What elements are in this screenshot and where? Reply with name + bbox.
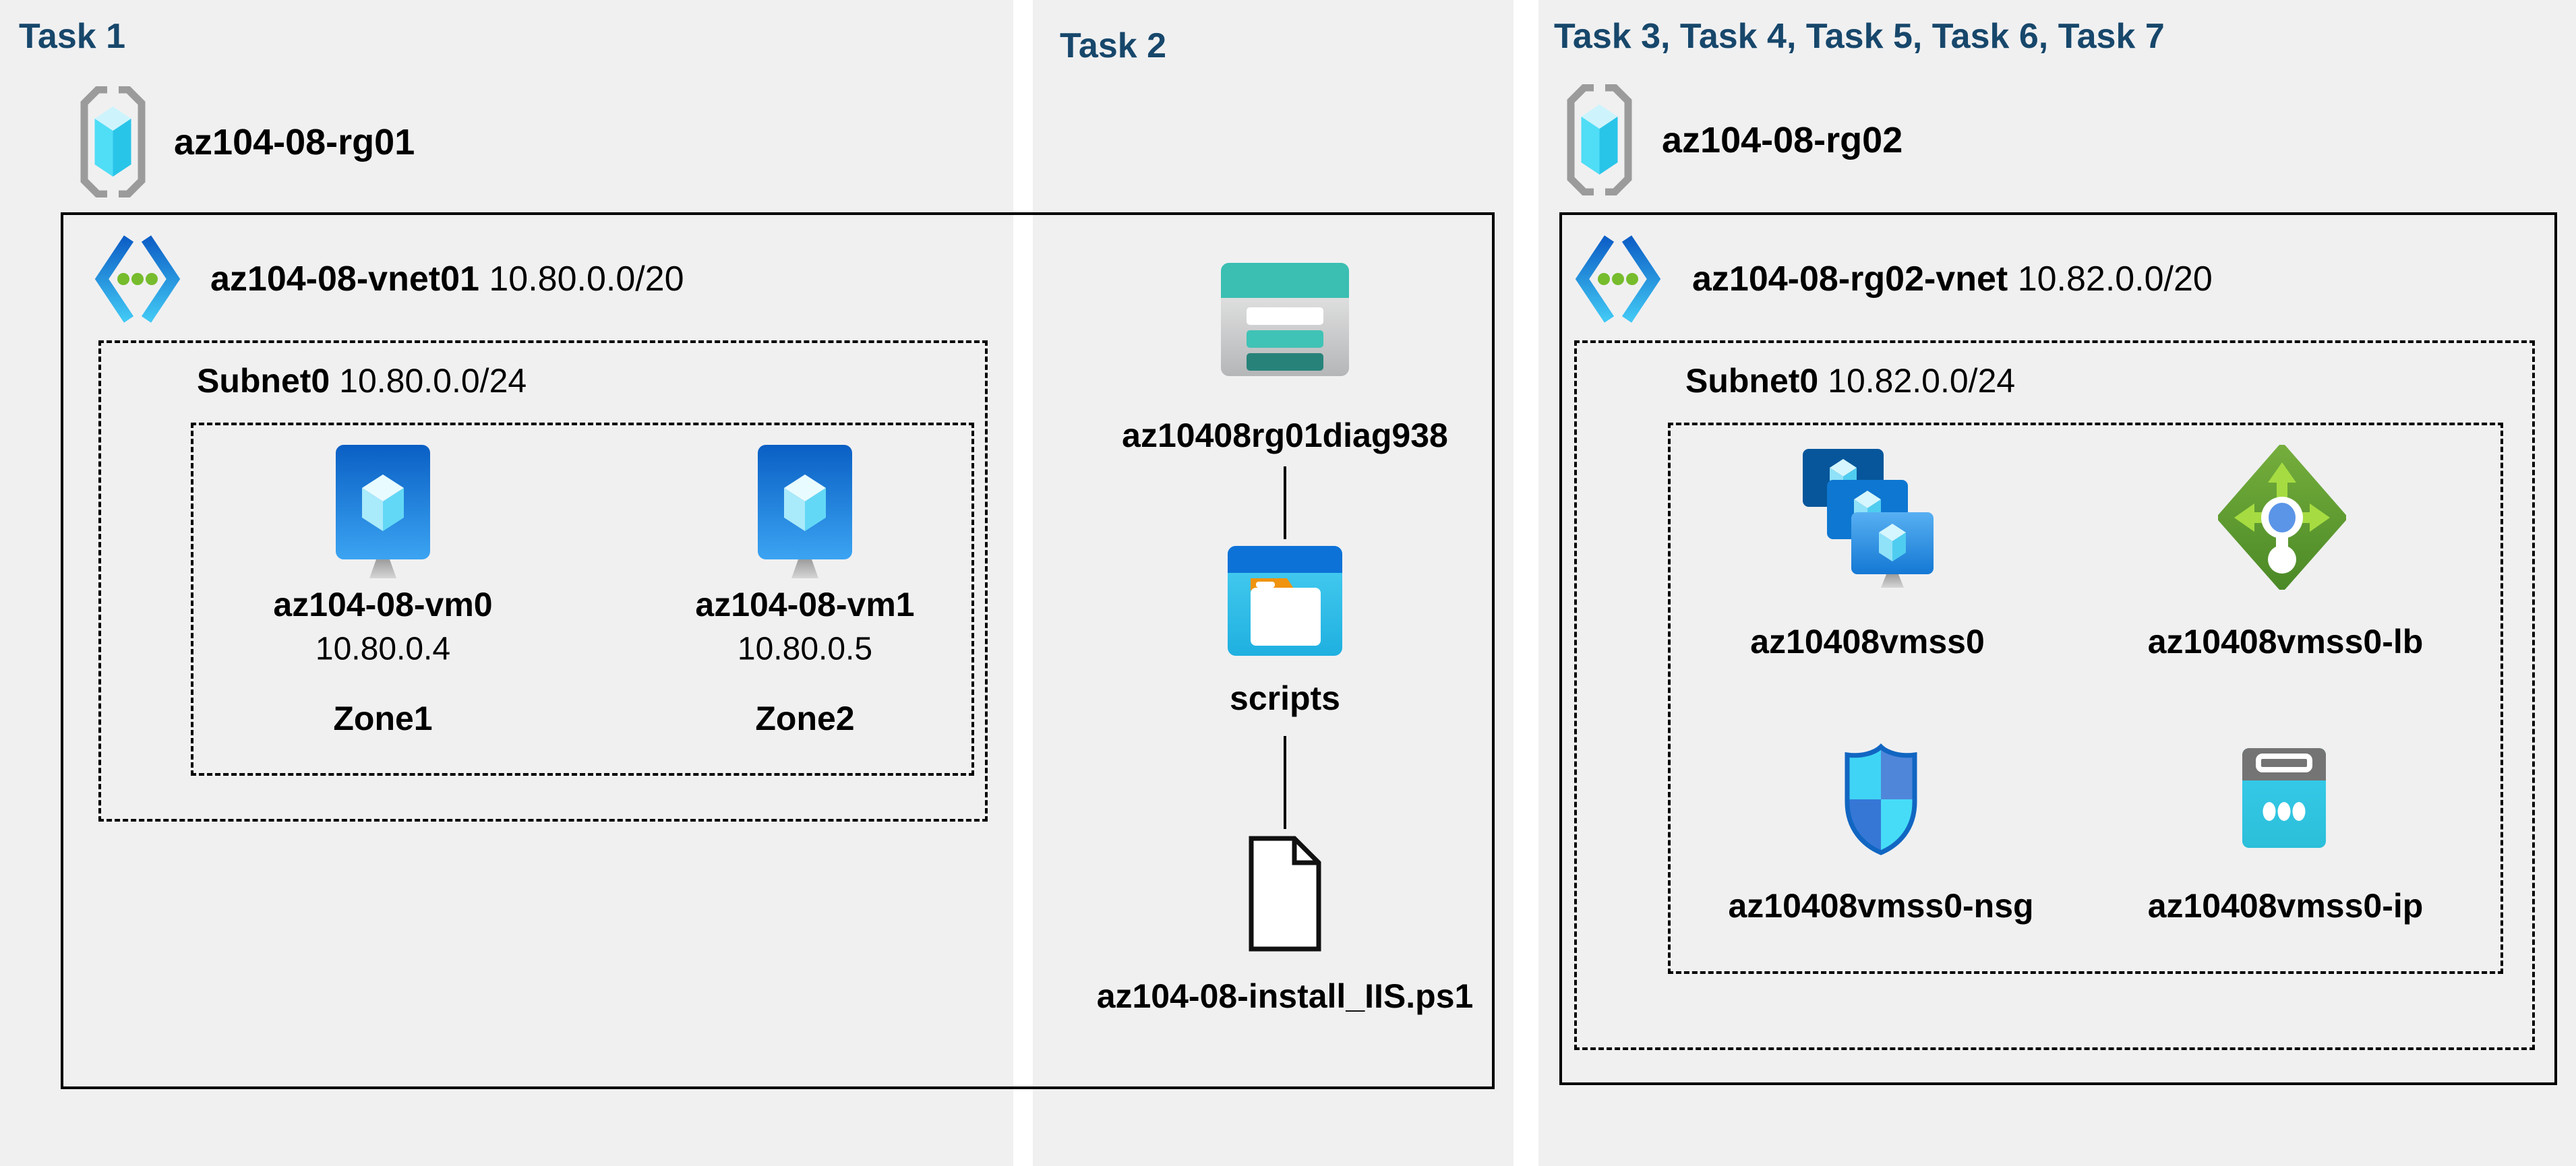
vmss-label: az10408vmss0 bbox=[1750, 623, 1985, 661]
subnet0-name: Subnet0 bbox=[197, 362, 330, 400]
subnet0-label-rg02: Subnet0 10.82.0.0/24 bbox=[1685, 361, 2015, 400]
container-label: scripts bbox=[1230, 679, 1340, 717]
task1-panel bbox=[0, 0, 1013, 1166]
load-balancer-label: az10408vmss0-lb bbox=[2147, 623, 2424, 661]
task2-heading: Task 2 bbox=[1060, 26, 1167, 65]
load-balancer-icon bbox=[2217, 444, 2347, 590]
vm0-zone: Zone1 bbox=[333, 700, 433, 737]
vm1-label: az104-08-vm1 bbox=[695, 586, 915, 623]
subnet0-box-rg02 bbox=[1574, 340, 2535, 1050]
connector-line bbox=[1284, 466, 1286, 539]
vm1-ip: 10.80.0.5 bbox=[737, 631, 873, 667]
rg01-label: az104-08-rg01 bbox=[174, 122, 415, 162]
subnet0-label-rg01: Subnet0 10.80.0.0/24 bbox=[197, 361, 527, 400]
vmss-resources-box bbox=[1668, 423, 2503, 974]
vnet02-label: az104-08-rg02-vnet 10.82.0.0/20 bbox=[1692, 259, 2213, 299]
subnet0-box-rg01 bbox=[98, 340, 988, 822]
task3-heading: Task 3, Task 4, Task 5, Task 6, Task 7 bbox=[1554, 17, 2165, 56]
nsg-label: az10408vmss0-nsg bbox=[1728, 887, 2034, 925]
public-ip-icon bbox=[2241, 747, 2327, 849]
vnet02-name: az104-08-rg02-vnet bbox=[1692, 259, 2008, 299]
subnet0-name: Subnet0 bbox=[1685, 362, 1819, 400]
script-file-label: az104-08-install_IIS.ps1 bbox=[1096, 977, 1474, 1015]
blob-container-icon bbox=[1228, 546, 1342, 657]
task1-2-resource-box bbox=[61, 212, 1495, 1089]
public-ip-label: az10408vmss0-ip bbox=[2147, 887, 2424, 925]
vmss-icon bbox=[1800, 448, 1935, 589]
task1-heading: Task 1 bbox=[19, 17, 126, 56]
storage-account-label: az10408rg01diag938 bbox=[1122, 417, 1448, 454]
resource-group-icon bbox=[78, 86, 148, 198]
vnet01-cidr: 10.80.0.0/20 bbox=[489, 259, 684, 299]
virtual-machine-icon bbox=[758, 445, 852, 583]
vnet01-name: az104-08-vnet01 bbox=[210, 259, 479, 299]
vnet01-label: az104-08-vnet01 10.80.0.0/20 bbox=[210, 259, 684, 299]
virtual-network-icon bbox=[94, 231, 181, 328]
virtual-network-icon bbox=[1574, 231, 1662, 328]
storage-account-icon bbox=[1221, 263, 1349, 377]
rg02-label: az104-08-rg02 bbox=[1662, 120, 1903, 160]
vm1-zone: Zone2 bbox=[755, 700, 855, 737]
subnet0-cidr: 10.82.0.0/24 bbox=[1828, 362, 2016, 400]
resource-group-icon bbox=[1564, 84, 1635, 196]
connector-line bbox=[1284, 736, 1286, 829]
task3-resource-box bbox=[1559, 212, 2557, 1085]
zone-box bbox=[191, 423, 974, 776]
vm0-label: az104-08-vm0 bbox=[273, 586, 493, 623]
nsg-icon bbox=[1841, 743, 1921, 856]
vm0-ip: 10.80.0.4 bbox=[315, 631, 451, 667]
subnet0-cidr: 10.80.0.0/24 bbox=[339, 362, 527, 400]
virtual-machine-icon bbox=[336, 445, 430, 583]
vnet02-cidr: 10.82.0.0/20 bbox=[2017, 259, 2213, 299]
file-icon bbox=[1247, 836, 1323, 952]
